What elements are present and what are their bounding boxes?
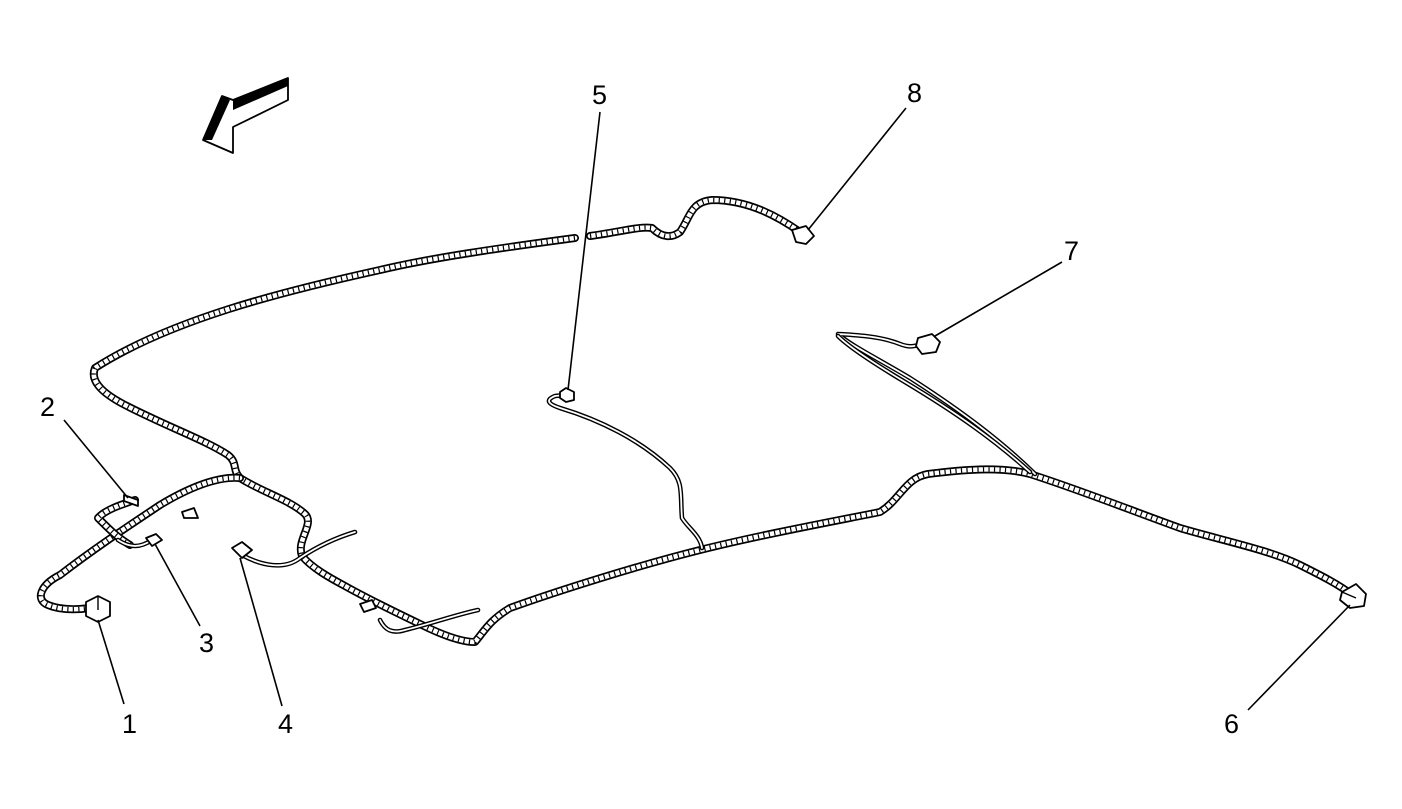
leader-8 (807, 107, 907, 231)
callout-5: 5 (592, 80, 607, 110)
leader-4 (239, 557, 283, 707)
callout-7: 7 (1064, 236, 1079, 266)
leader-7 (934, 261, 1063, 337)
wire-bottom-clip (377, 607, 481, 634)
leader-3 (154, 543, 201, 627)
connector-8 (791, 225, 815, 245)
wire-5 (546, 392, 705, 551)
callout-4: 4 (278, 709, 293, 739)
wire-7 (835, 331, 1038, 477)
callout-1: 1 (122, 709, 137, 739)
clip-small-b (359, 599, 377, 613)
harness-branch-8 (586, 196, 804, 241)
connector-7 (915, 333, 941, 355)
wire-3 (115, 537, 155, 549)
harness-branch-2 (94, 496, 139, 549)
callout-8: 8 (907, 78, 922, 108)
connector-5 (559, 387, 575, 403)
leader-1 (97, 619, 125, 705)
callout-3: 3 (199, 628, 214, 658)
callout-2: 2 (40, 392, 55, 422)
main-harness (89, 234, 1356, 646)
wire-4 (239, 529, 358, 568)
front-direction-arrow-icon (202, 77, 289, 154)
leader-5 (567, 111, 601, 391)
leader-2 (63, 419, 129, 499)
connector-3 (145, 533, 163, 547)
connector-4 (231, 541, 253, 559)
harness-branch-1 (36, 473, 244, 614)
leader-6 (1247, 604, 1351, 711)
callout-6: 6 (1224, 709, 1239, 739)
connector-1 (85, 595, 111, 623)
connector-6 (1339, 583, 1367, 609)
clip-small-a (181, 507, 199, 519)
